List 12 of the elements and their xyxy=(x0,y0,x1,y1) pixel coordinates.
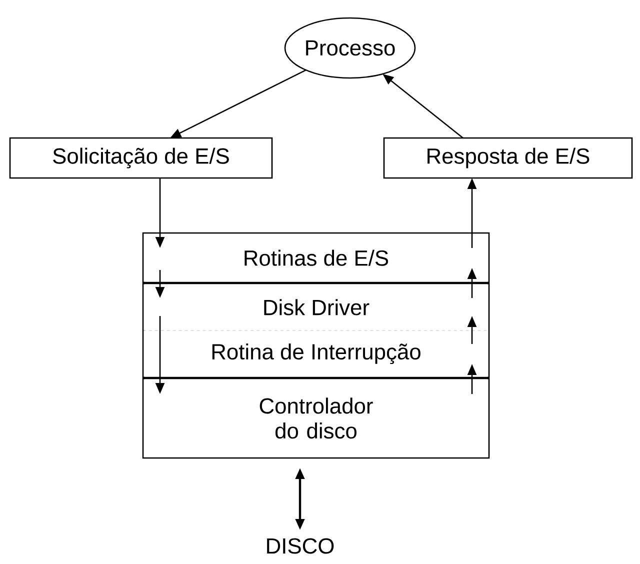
stack-box xyxy=(142,232,490,459)
layer-band: Controlador do disco xyxy=(144,379,488,457)
node-label: Rotinas de E/S xyxy=(244,250,388,266)
node-label: Controlador do disco xyxy=(260,398,373,439)
layer-band: Rotinas de E/S xyxy=(144,234,488,282)
layer-band: Rotina de Interrupção xyxy=(144,330,488,377)
process-box: Resposta de E/S xyxy=(383,137,633,179)
node-label: Rotina de Interrupção xyxy=(212,343,420,364)
process-box: Solicitação de E/S xyxy=(9,137,273,179)
layer-band: Disk Driver xyxy=(144,284,488,330)
disk-label: DISCO xyxy=(267,538,334,554)
node-label: Disk Driver xyxy=(264,299,370,316)
